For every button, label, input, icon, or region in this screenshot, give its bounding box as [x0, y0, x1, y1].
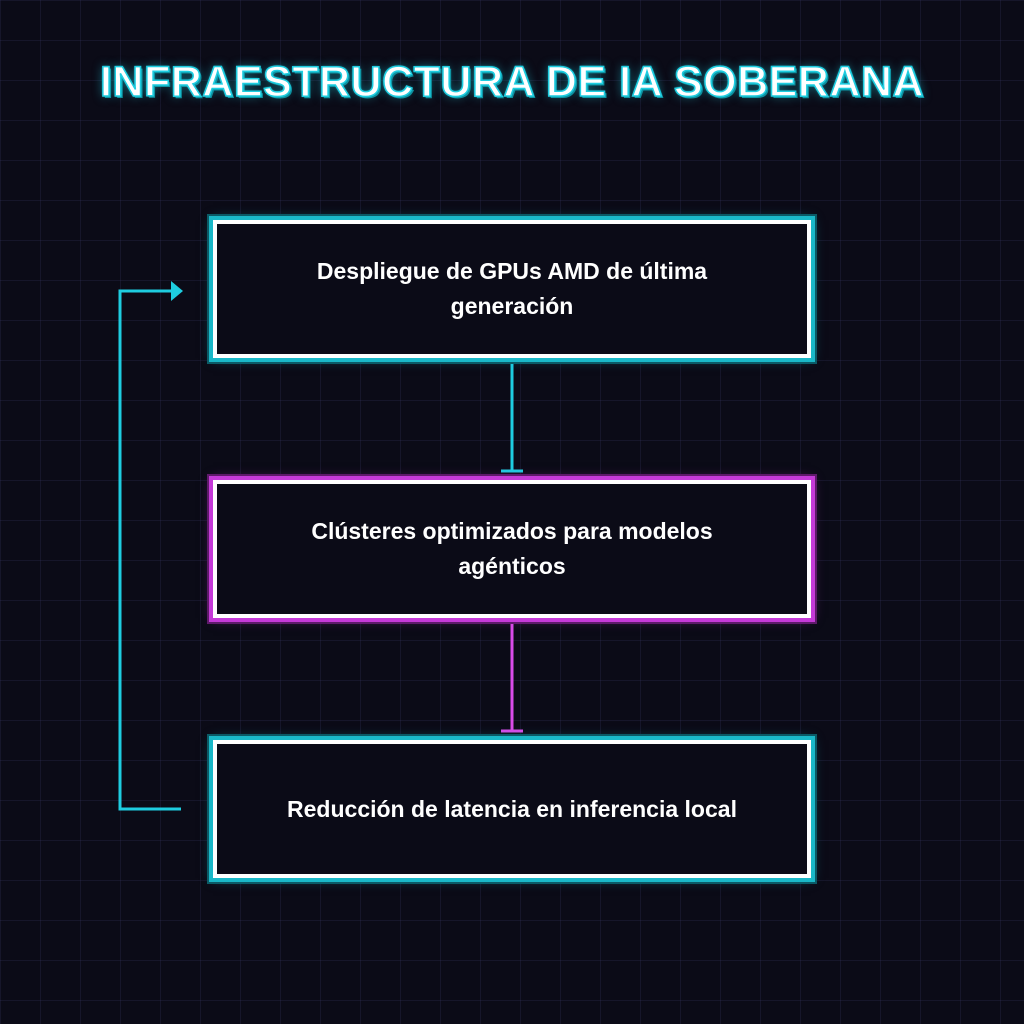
node-label: Despliegue de GPUs AMD de última generac…	[316, 258, 708, 319]
node-optimized-clusters: Clústeres optimizados para modelos agént…	[213, 480, 811, 618]
node-gpu-deployment: Despliegue de GPUs AMD de última generac…	[213, 220, 811, 358]
node-label: Reducción de latencia en inferencia loca…	[287, 795, 737, 822]
feedback-loop-connector	[118, 289, 181, 811]
node-latency-reduction: Reducción de latencia en inferencia loca…	[213, 740, 811, 878]
diagram-title: INFRAESTRUCTURA DE IA SOBERANA	[99, 57, 925, 107]
feedback-loop-arrowhead	[171, 281, 183, 301]
node-label: Clústeres optimizados para modelos agént…	[311, 518, 713, 579]
